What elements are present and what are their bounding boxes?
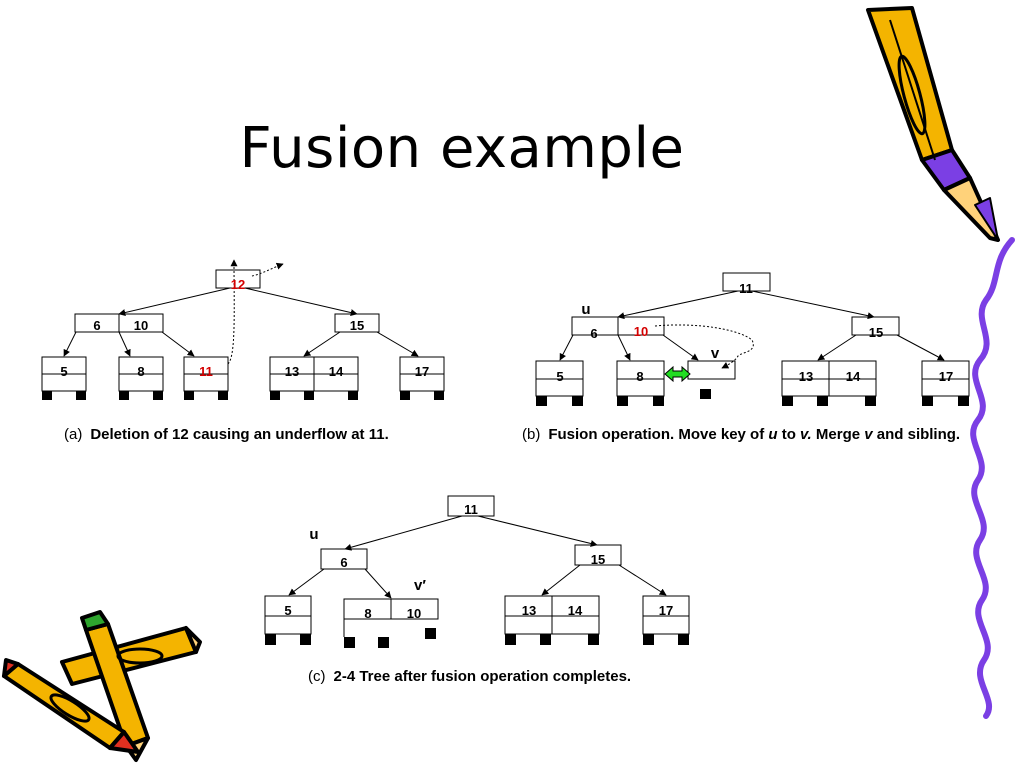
key-a-leaf-5: 14	[329, 364, 344, 379]
node-a-root	[215, 269, 261, 289]
caption-b-v: v.	[800, 426, 812, 443]
key-b-leaf-5: 17	[939, 369, 953, 384]
leaf-b-17	[921, 360, 970, 397]
diagram-a	[41, 259, 445, 392]
leaf-c-17	[642, 595, 690, 635]
key-b-leaf-1: 5	[556, 369, 563, 384]
label-c-v: v′	[414, 577, 426, 594]
fusion-double-arrow	[664, 365, 691, 383]
leaf-b-8	[616, 360, 665, 397]
key-c-leaf-1: 5	[284, 603, 291, 618]
slide-title: Fusion example	[239, 116, 685, 181]
key-a-left-1: 6	[93, 318, 100, 333]
key-c-leaf-6: 17	[659, 603, 673, 618]
key-c-leaf-4: 13	[522, 603, 536, 618]
caption-b: (b) Fusion operation. Move key of u to v.…	[522, 425, 972, 444]
key-a-right: 15	[350, 318, 364, 333]
caption-c-text: 2-4 Tree after fusion operation complete…	[333, 668, 632, 685]
pencil-icon	[866, 6, 1000, 242]
key-b-u-1: 6	[590, 326, 597, 341]
label-b-u: u	[581, 301, 590, 318]
key-a-leaf-6: 17	[415, 364, 429, 379]
caption-b-text-4: and sibling.	[872, 426, 961, 443]
diagram-b-keys: 11 6 10 15 5 8 13 14 17 u v	[556, 281, 953, 384]
caption-c-tag: (c)	[308, 668, 326, 685]
caption-a-tag: (a)	[64, 426, 83, 443]
caption-a: (a) Deletion of 12 causing an underflow a…	[64, 425, 484, 444]
node-b-right	[851, 316, 900, 336]
leaf-b-5	[535, 360, 584, 397]
key-a-leaf-4: 13	[285, 364, 299, 379]
diagram-b	[535, 272, 970, 397]
key-b-root: 11	[739, 281, 753, 296]
crossed-pencils-icon	[2, 610, 202, 762]
node-b-root	[722, 272, 771, 292]
leaf-b-13-14	[781, 360, 877, 397]
key-a-leaf-2: 8	[137, 364, 144, 379]
key-c-leaf-3: 10	[407, 606, 421, 621]
key-b-leaf-4: 14	[846, 369, 861, 384]
caption-b-v2: v	[864, 426, 873, 443]
leaf-a-11	[183, 356, 229, 392]
key-a-left-2: 10	[134, 318, 148, 333]
diagram-a-pointers	[42, 391, 444, 400]
purple-squiggle-border-icon	[970, 237, 1015, 719]
key-c-leaf-2: 8	[364, 606, 371, 621]
leaf-c-13-14	[504, 595, 600, 635]
label-c-u: u	[309, 526, 318, 543]
key-b-leaf-2: 8	[636, 369, 643, 384]
leaf-a-17	[399, 356, 445, 392]
node-b-v	[687, 360, 736, 380]
caption-b-tag: (b)	[522, 426, 541, 443]
node-c-u	[320, 548, 368, 570]
diagram-a-keys: 12 6 10 15 5 8 11 13 14 17	[60, 277, 429, 379]
leaf-c-5	[264, 595, 312, 635]
label-b-v: v	[711, 345, 720, 362]
key-c-root: 11	[464, 502, 478, 517]
leaf-c-8-10	[343, 598, 439, 637]
key-a-leaf-1: 5	[60, 364, 67, 379]
key-b-right: 15	[869, 325, 883, 340]
leaf-a-13-14	[269, 356, 359, 392]
caption-b-u: u	[768, 426, 778, 443]
caption-b-text-3: Merge	[811, 426, 865, 443]
node-c-right	[574, 544, 622, 566]
key-c-u: 6	[340, 555, 347, 570]
diagram-c-keys: 11 6 15 5 8 10 13 14 17 u v′	[284, 502, 673, 621]
leaf-a-8	[118, 356, 164, 392]
key-a-leaf-3: 11	[199, 364, 213, 379]
caption-c: (c) 2-4 Tree after fusion operation compl…	[308, 667, 634, 686]
diagram-c	[264, 495, 690, 637]
diagram-b-pointers	[536, 389, 969, 406]
key-c-right: 15	[591, 552, 605, 567]
key-b-leaf-3: 13	[799, 369, 813, 384]
caption-a-text: Deletion of 12 causing an underflow at 1…	[90, 426, 389, 443]
node-c-root	[447, 495, 495, 517]
leaf-a-5	[41, 356, 87, 392]
key-a-root: 12	[231, 277, 245, 292]
diagram-c-pointers	[265, 628, 689, 648]
caption-b-text-2: to	[777, 426, 801, 443]
key-c-leaf-5: 14	[568, 603, 583, 618]
caption-b-text-1: Fusion operation. Move key of	[548, 426, 769, 443]
key-b-u-2: 10	[634, 324, 648, 339]
